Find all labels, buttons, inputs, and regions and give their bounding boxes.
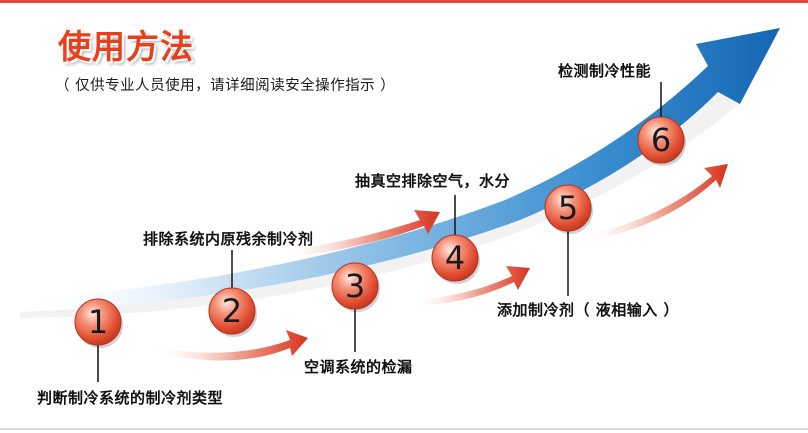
top-divider [0, 0, 808, 3]
main-arrow-shade [20, 92, 740, 318]
step-6-number: 6 [651, 121, 671, 159]
step-4-circle: 4 [431, 234, 480, 284]
step-1-number: 1 [88, 303, 108, 341]
step-5-circle: 5 [544, 184, 593, 234]
step-3-number: 3 [345, 267, 365, 305]
step-5-number: 5 [558, 189, 578, 227]
step-6-label: 检测制冷性能 [558, 62, 652, 80]
step-1-label: 判断制冷系统的制冷剂类型 [37, 389, 224, 407]
step-2-label: 排除系统内原残余制冷剂 [143, 230, 314, 248]
step-circles: 1 2 3 4 5 6 [74, 116, 686, 348]
step-connectors [97, 82, 662, 382]
step-2-number: 2 [222, 292, 242, 330]
step-4-number: 4 [445, 239, 465, 277]
main-arrow-band [20, 28, 780, 312]
step-2-circle: 2 [208, 287, 257, 337]
page-subtitle: （ 仅供专业人员使用，请详细阅读安全操作指示 ） [55, 78, 396, 94]
step-3-circle: 3 [331, 262, 380, 312]
page-title: 使用方法 [58, 27, 194, 66]
step-1-circle: 1 [74, 298, 123, 348]
step-4-label: 抽真空排除空气，水分 [355, 172, 511, 190]
step-3-label: 空调系统的检漏 [304, 358, 413, 376]
step-6-circle: 6 [637, 116, 686, 166]
bottom-divider [0, 428, 808, 430]
step-5-label: 添加制冷剂（ 液相输入 ） [497, 301, 679, 319]
red-swoosh-arrows [150, 164, 728, 361]
